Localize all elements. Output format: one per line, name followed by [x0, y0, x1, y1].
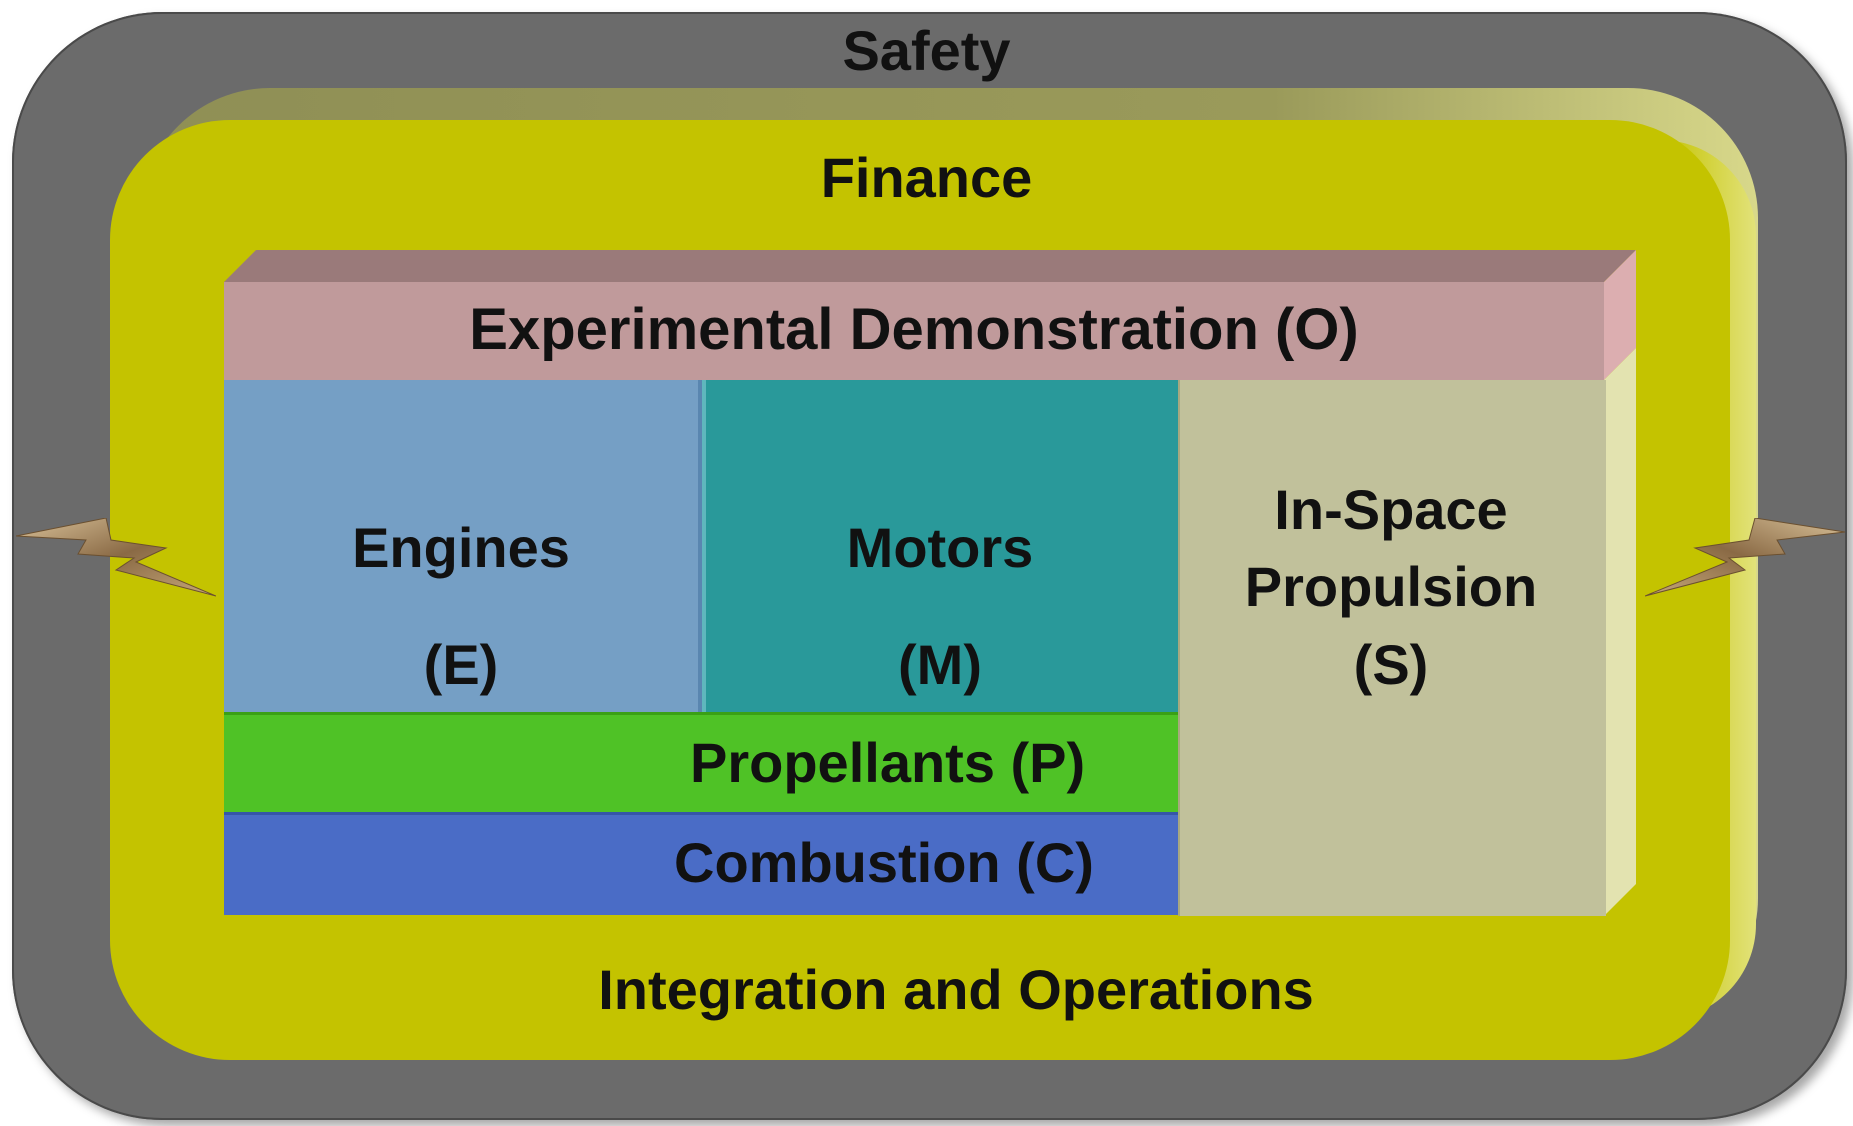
right-bolt-icon — [1645, 518, 1845, 597]
finance-label: Finance — [820, 146, 1033, 209]
motors-code: (M) — [898, 633, 982, 696]
engines-label: Engines — [352, 516, 570, 579]
combustion-block — [224, 812, 1178, 915]
propellants-label: Propellants (P) — [690, 731, 1086, 794]
propellants-block — [224, 712, 1178, 815]
combustion-label: Combustion (C) — [674, 831, 1094, 894]
safety-label: Safety — [842, 19, 1011, 82]
experimental-label: Experimental Demonstration (O) — [469, 297, 1359, 362]
left-bolt-icon — [16, 518, 216, 597]
experimental-bevel — [224, 250, 1636, 916]
engines-code: (E) — [423, 633, 499, 696]
integration-label: Integration and Operations — [598, 958, 1314, 1021]
in-space-code: (S) — [1353, 633, 1429, 696]
motors-label: Motors — [846, 516, 1034, 579]
in-space-block — [1178, 380, 1606, 916]
motors-block — [702, 380, 1182, 712]
engines-block — [224, 380, 702, 712]
experimental-block — [224, 282, 1604, 380]
in-space-label-line1: In-Space — [1274, 478, 1508, 541]
in-space-label-line2: Propulsion — [1244, 555, 1538, 618]
